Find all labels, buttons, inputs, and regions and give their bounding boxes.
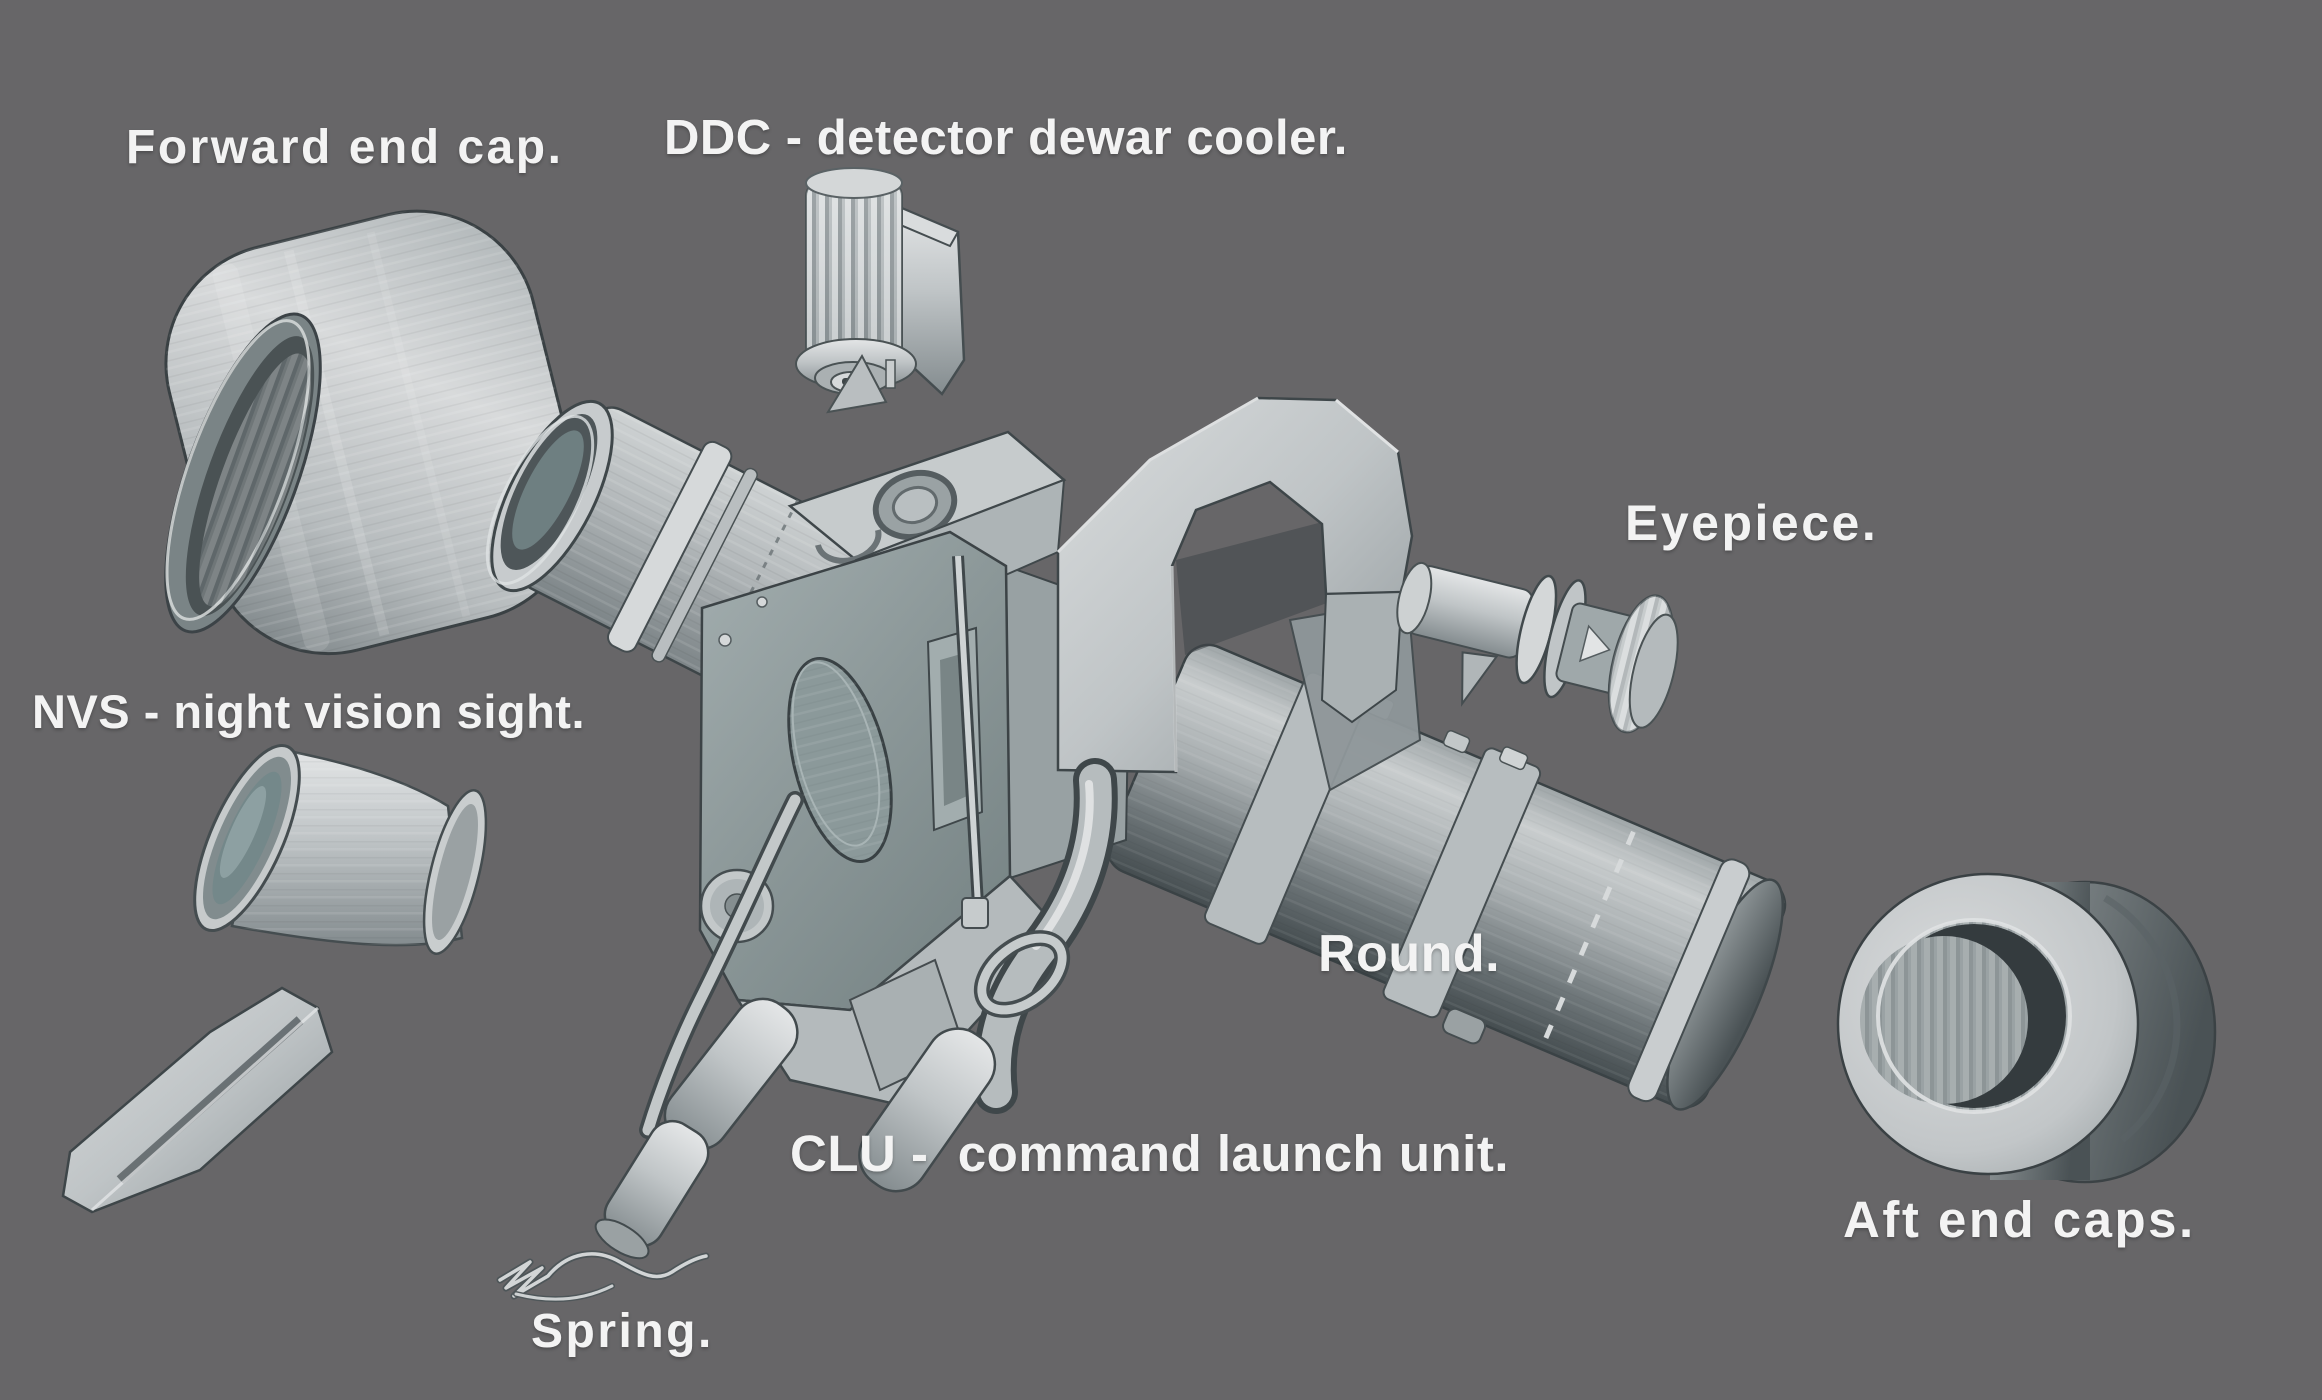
label-forward-end-cap: Forward end cap. — [126, 121, 564, 174]
part-forward-end-cap — [164, 209, 581, 656]
label-clu: CLU - command launch unit. — [790, 1125, 1510, 1182]
part-clu-handles — [594, 758, 1118, 1260]
label-nvs: NVS - night vision sight. — [32, 685, 585, 738]
label-aft-end-caps: Aft end caps. — [1843, 1191, 2196, 1248]
label-ddc: DDC - detector dewar cooler. — [664, 111, 1348, 165]
part-aft-end-cap — [1836, 872, 2217, 1184]
part-clu-bracket — [1056, 396, 1422, 792]
part-nvs — [61, 743, 488, 1214]
label-eyepiece: Eyepiece. — [1625, 495, 1879, 551]
part-round-tube — [1106, 643, 1787, 1111]
part-ddc — [795, 167, 966, 396]
label-round: Round. — [1318, 925, 1501, 983]
part-spring — [496, 1250, 710, 1303]
part-eyepiece — [1396, 561, 1679, 734]
label-spring: Spring. — [531, 1305, 714, 1358]
